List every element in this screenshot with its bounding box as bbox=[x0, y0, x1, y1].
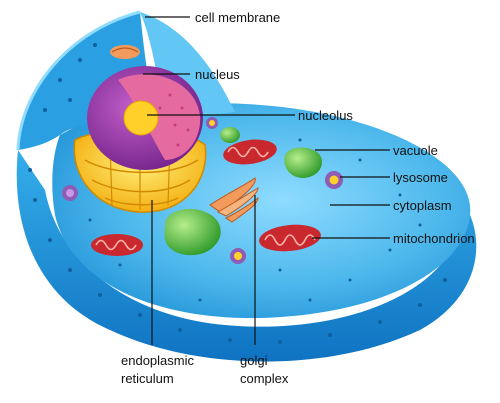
leader-lines bbox=[143, 16, 390, 345]
lysosome-2 bbox=[206, 117, 218, 129]
cell-membrane-rim bbox=[16, 10, 141, 151]
vacuole-large bbox=[164, 208, 221, 256]
label-mitochondrion: mitochondrion bbox=[393, 231, 475, 246]
label-nucleus: nucleus bbox=[195, 67, 240, 82]
label-lysosome: lysosome bbox=[393, 170, 448, 185]
vacuole-small bbox=[220, 127, 240, 143]
label-er-line2: reticulum bbox=[121, 371, 174, 386]
vacuole bbox=[284, 147, 322, 178]
lysosome-small bbox=[62, 185, 78, 201]
golgi-small bbox=[110, 45, 140, 59]
lysosome bbox=[325, 171, 343, 189]
mitochondrion-3 bbox=[259, 224, 321, 252]
label-er-line1: endoplasmic bbox=[121, 353, 194, 368]
mitochondrion-1 bbox=[223, 139, 277, 165]
label-nucleolus: nucleolus bbox=[298, 108, 353, 123]
label-cell-membrane: cell membrane bbox=[195, 10, 280, 25]
label-vacuole: vacuole bbox=[393, 143, 438, 158]
label-cytoplasm: cytoplasm bbox=[393, 198, 452, 213]
golgi-complex bbox=[209, 177, 259, 223]
label-golgi-line1: golgi bbox=[240, 353, 268, 368]
label-golgi-line2: complex bbox=[240, 371, 289, 386]
mitochondrion-2 bbox=[91, 234, 143, 256]
membrane-pores bbox=[28, 43, 447, 344]
nucleolus bbox=[123, 100, 159, 136]
lysosome-3 bbox=[230, 248, 246, 264]
cell-outer-wall bbox=[16, 150, 477, 362]
